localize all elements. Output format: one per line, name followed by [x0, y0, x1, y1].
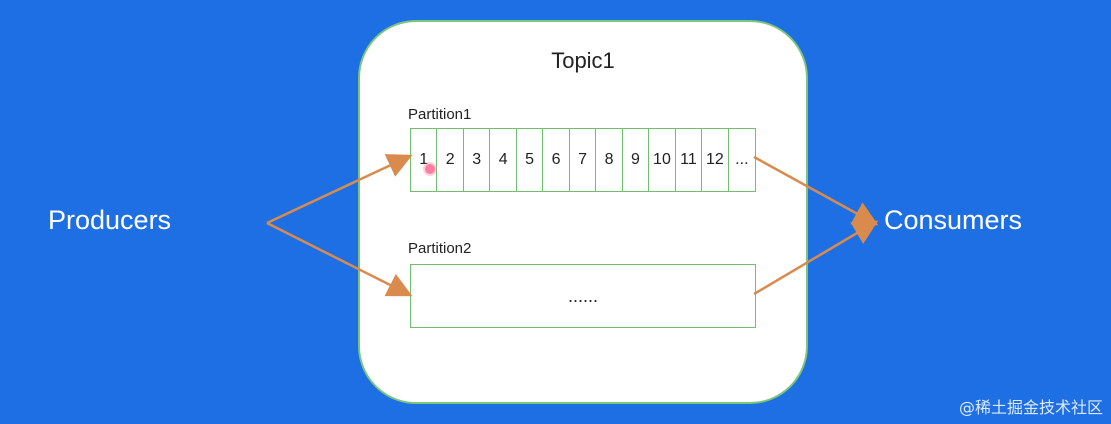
topic-box: Topic1 Partition1 1 2 3 4 5 6 7 8 9 10 1…	[358, 20, 808, 404]
watermark: @稀土掘金技术社区	[958, 398, 1103, 417]
offset-cell: 11	[676, 129, 703, 191]
offset-cell: 8	[596, 129, 623, 191]
offset-cell: 2	[437, 129, 464, 191]
partition-2-label: Partition2	[408, 240, 472, 257]
offset-cell: 10	[649, 129, 676, 191]
offset-cell: 12	[702, 129, 729, 191]
offset-cell: 9	[623, 129, 650, 191]
consumers-label: Consumers	[884, 205, 1023, 235]
offset-cell: 3	[464, 129, 491, 191]
offset-cell: 4	[490, 129, 517, 191]
offset-cell: ...	[735, 151, 749, 168]
topic-title: Topic1	[551, 48, 615, 73]
offset-cell: 6	[543, 129, 570, 191]
offset-cell: 5	[517, 129, 544, 191]
producers-label: Producers	[48, 205, 172, 235]
offset-cell: 1	[411, 129, 438, 191]
partition-2-box: ......	[410, 264, 756, 328]
offset-cell: 7	[570, 129, 597, 191]
partition-1-label: Partition1	[408, 106, 472, 123]
cursor-dot-icon	[425, 164, 435, 174]
partition-1-strip: 1 2 3 4 5 6 7 8 9 10 11 12 ...	[410, 128, 756, 192]
